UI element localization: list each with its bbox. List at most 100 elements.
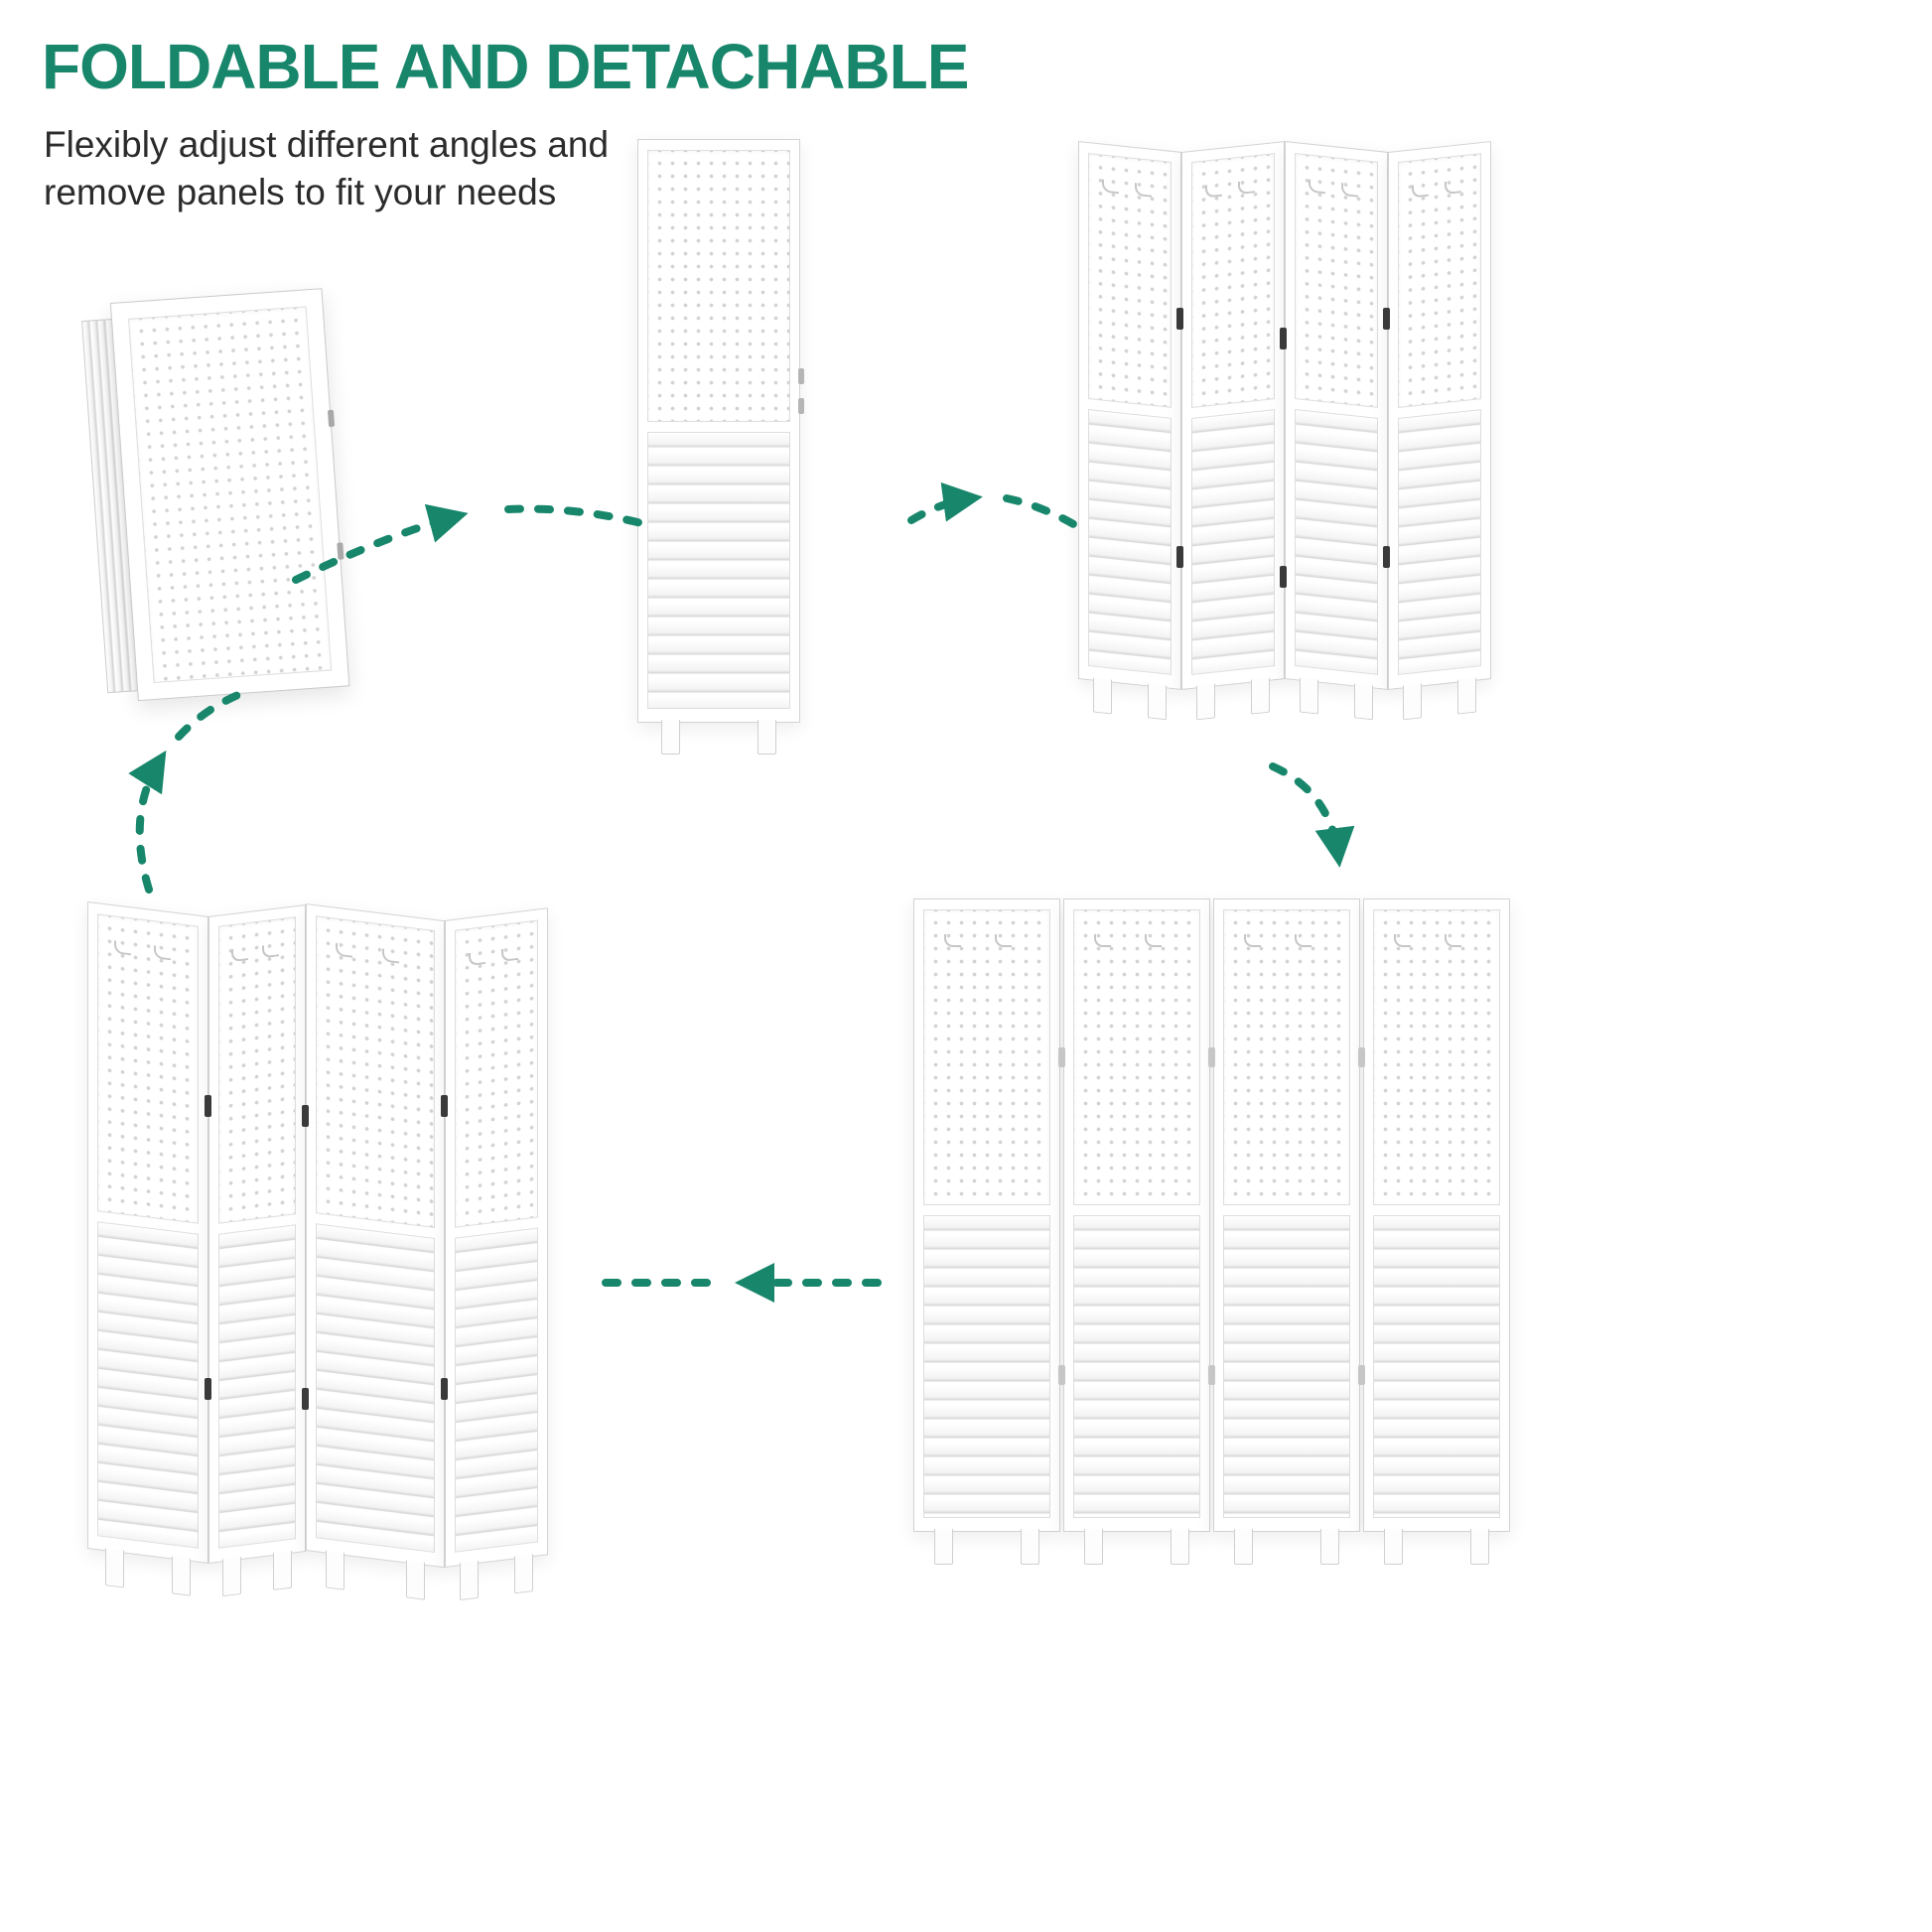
panel-foot bbox=[460, 1560, 480, 1601]
panel-foot bbox=[1234, 1529, 1254, 1565]
figure-zigzag-screen bbox=[1078, 141, 1495, 764]
pegboard-hook-icon bbox=[114, 940, 131, 956]
panel-foot bbox=[326, 1550, 345, 1590]
panel-hinge bbox=[1208, 1047, 1215, 1067]
divider-panel bbox=[1063, 898, 1210, 1565]
pegboard-hook-icon bbox=[1340, 182, 1358, 198]
louver-surface bbox=[1295, 409, 1378, 675]
arrow-single-to-zigzag bbox=[907, 482, 983, 524]
divider-panel bbox=[87, 901, 208, 1596]
louver-surface bbox=[647, 432, 790, 709]
panel-hinge bbox=[1383, 308, 1390, 330]
panel-foot bbox=[222, 1556, 242, 1597]
divider-panel bbox=[913, 898, 1060, 1565]
panel-hinge bbox=[337, 542, 345, 560]
panel-hinge bbox=[1208, 1365, 1215, 1385]
louver-surface bbox=[1088, 409, 1172, 675]
panel-foot bbox=[1020, 1529, 1039, 1565]
panel-foot bbox=[104, 1548, 124, 1588]
pegboard-hook-icon bbox=[382, 948, 400, 964]
pegboard-hook-icon bbox=[1205, 183, 1223, 199]
panel-hinge bbox=[441, 1095, 448, 1117]
pegboard-surface bbox=[647, 150, 790, 422]
panel-foot bbox=[934, 1529, 954, 1565]
page-title: FOLDABLE AND DETACHABLE bbox=[42, 31, 969, 102]
divider-panel bbox=[1213, 898, 1360, 1565]
panel-hinge bbox=[1176, 308, 1183, 330]
pegboard-hook-icon bbox=[1102, 179, 1120, 195]
pegboard-surface bbox=[1073, 909, 1200, 1205]
pegboard-surface bbox=[1191, 153, 1275, 408]
subtitle-line-1: Flexibly adjust different angles and bbox=[44, 124, 610, 165]
pegboard-surface bbox=[97, 913, 199, 1224]
pegboard-hook-icon bbox=[469, 950, 486, 967]
panel-foot bbox=[1084, 1529, 1104, 1565]
subtitle: Flexibly adjust different angles and rem… bbox=[44, 121, 968, 216]
panel-foot bbox=[1469, 1529, 1489, 1565]
panel-hinge bbox=[1176, 546, 1183, 568]
pegboard-hook-icon bbox=[261, 943, 279, 959]
pegboard-hook-icon bbox=[1237, 180, 1255, 196]
panel-hinge bbox=[1358, 1047, 1365, 1067]
panel-foot bbox=[1250, 677, 1270, 715]
pegboard-surface bbox=[316, 915, 435, 1228]
divider-panel bbox=[1078, 141, 1181, 721]
panel-hinge bbox=[1058, 1047, 1065, 1067]
arrow-stack-to-single-cont bbox=[504, 504, 649, 528]
panel-hinge bbox=[798, 368, 804, 384]
pegboard-hook-icon bbox=[154, 945, 171, 961]
panel-foot bbox=[1384, 1529, 1404, 1565]
pegboard-hook-icon bbox=[1144, 934, 1162, 947]
pegboard-hook-icon bbox=[944, 934, 962, 947]
pegboard-hook-icon bbox=[1094, 934, 1112, 947]
pegboard-hook-icon bbox=[1444, 180, 1461, 196]
louver-surface bbox=[923, 1215, 1050, 1518]
louver-surface bbox=[455, 1227, 538, 1553]
louver-surface bbox=[1223, 1215, 1350, 1518]
panel-foot bbox=[758, 720, 777, 755]
panel-foot bbox=[1147, 683, 1167, 721]
panel-foot bbox=[405, 1560, 425, 1600]
louver-surface bbox=[218, 1224, 296, 1549]
pegboard-hook-icon bbox=[1309, 179, 1326, 195]
pegboard-surface bbox=[1373, 909, 1500, 1205]
subtitle-line-2: remove panels to fit your needs bbox=[44, 172, 557, 213]
panel-foot bbox=[1170, 1529, 1189, 1565]
pegboard-surface bbox=[455, 919, 538, 1228]
panel-hinge bbox=[1058, 1365, 1065, 1385]
louver-surface bbox=[1191, 409, 1275, 675]
panel-hinge bbox=[441, 1378, 448, 1400]
panel-hinge bbox=[205, 1378, 211, 1400]
panel-hinge bbox=[302, 1388, 309, 1410]
pegboard-surface bbox=[923, 909, 1050, 1205]
panel-foot bbox=[1093, 677, 1113, 715]
pegboard-hook-icon bbox=[1134, 182, 1152, 198]
panel-foot bbox=[1319, 1529, 1339, 1565]
panel-foot bbox=[1300, 677, 1319, 715]
header: FOLDABLE AND DETACHABLE Flexibly adjust … bbox=[42, 30, 969, 216]
divider-panel bbox=[445, 907, 548, 1601]
pegboard-hook-icon bbox=[1412, 183, 1430, 199]
pegboard-surface bbox=[128, 306, 333, 684]
pegboard-surface bbox=[218, 916, 296, 1224]
arrow-zigzag-to-flat bbox=[1269, 762, 1355, 868]
divider-panel bbox=[1363, 898, 1510, 1565]
figure-folded-panel-stack bbox=[80, 288, 356, 713]
pegboard-hook-icon bbox=[994, 934, 1012, 947]
panel-foot bbox=[513, 1554, 533, 1594]
panel-foot bbox=[660, 720, 680, 755]
panel-hinge bbox=[1358, 1365, 1365, 1385]
pegboard-surface bbox=[1398, 153, 1481, 408]
divider-panel bbox=[1285, 141, 1388, 721]
panel-hinge bbox=[798, 398, 804, 414]
pegboard-hook-icon bbox=[500, 946, 518, 963]
panel-hinge bbox=[1280, 328, 1287, 349]
divider-panel bbox=[306, 903, 445, 1600]
louver-surface bbox=[1398, 409, 1481, 675]
arrow-single-to-zigzag-cont bbox=[1003, 494, 1084, 532]
folded-front-panel bbox=[109, 288, 350, 702]
figure-flat-screen bbox=[913, 898, 1510, 1572]
panel-foot bbox=[1456, 677, 1476, 715]
louver-surface bbox=[316, 1223, 435, 1553]
